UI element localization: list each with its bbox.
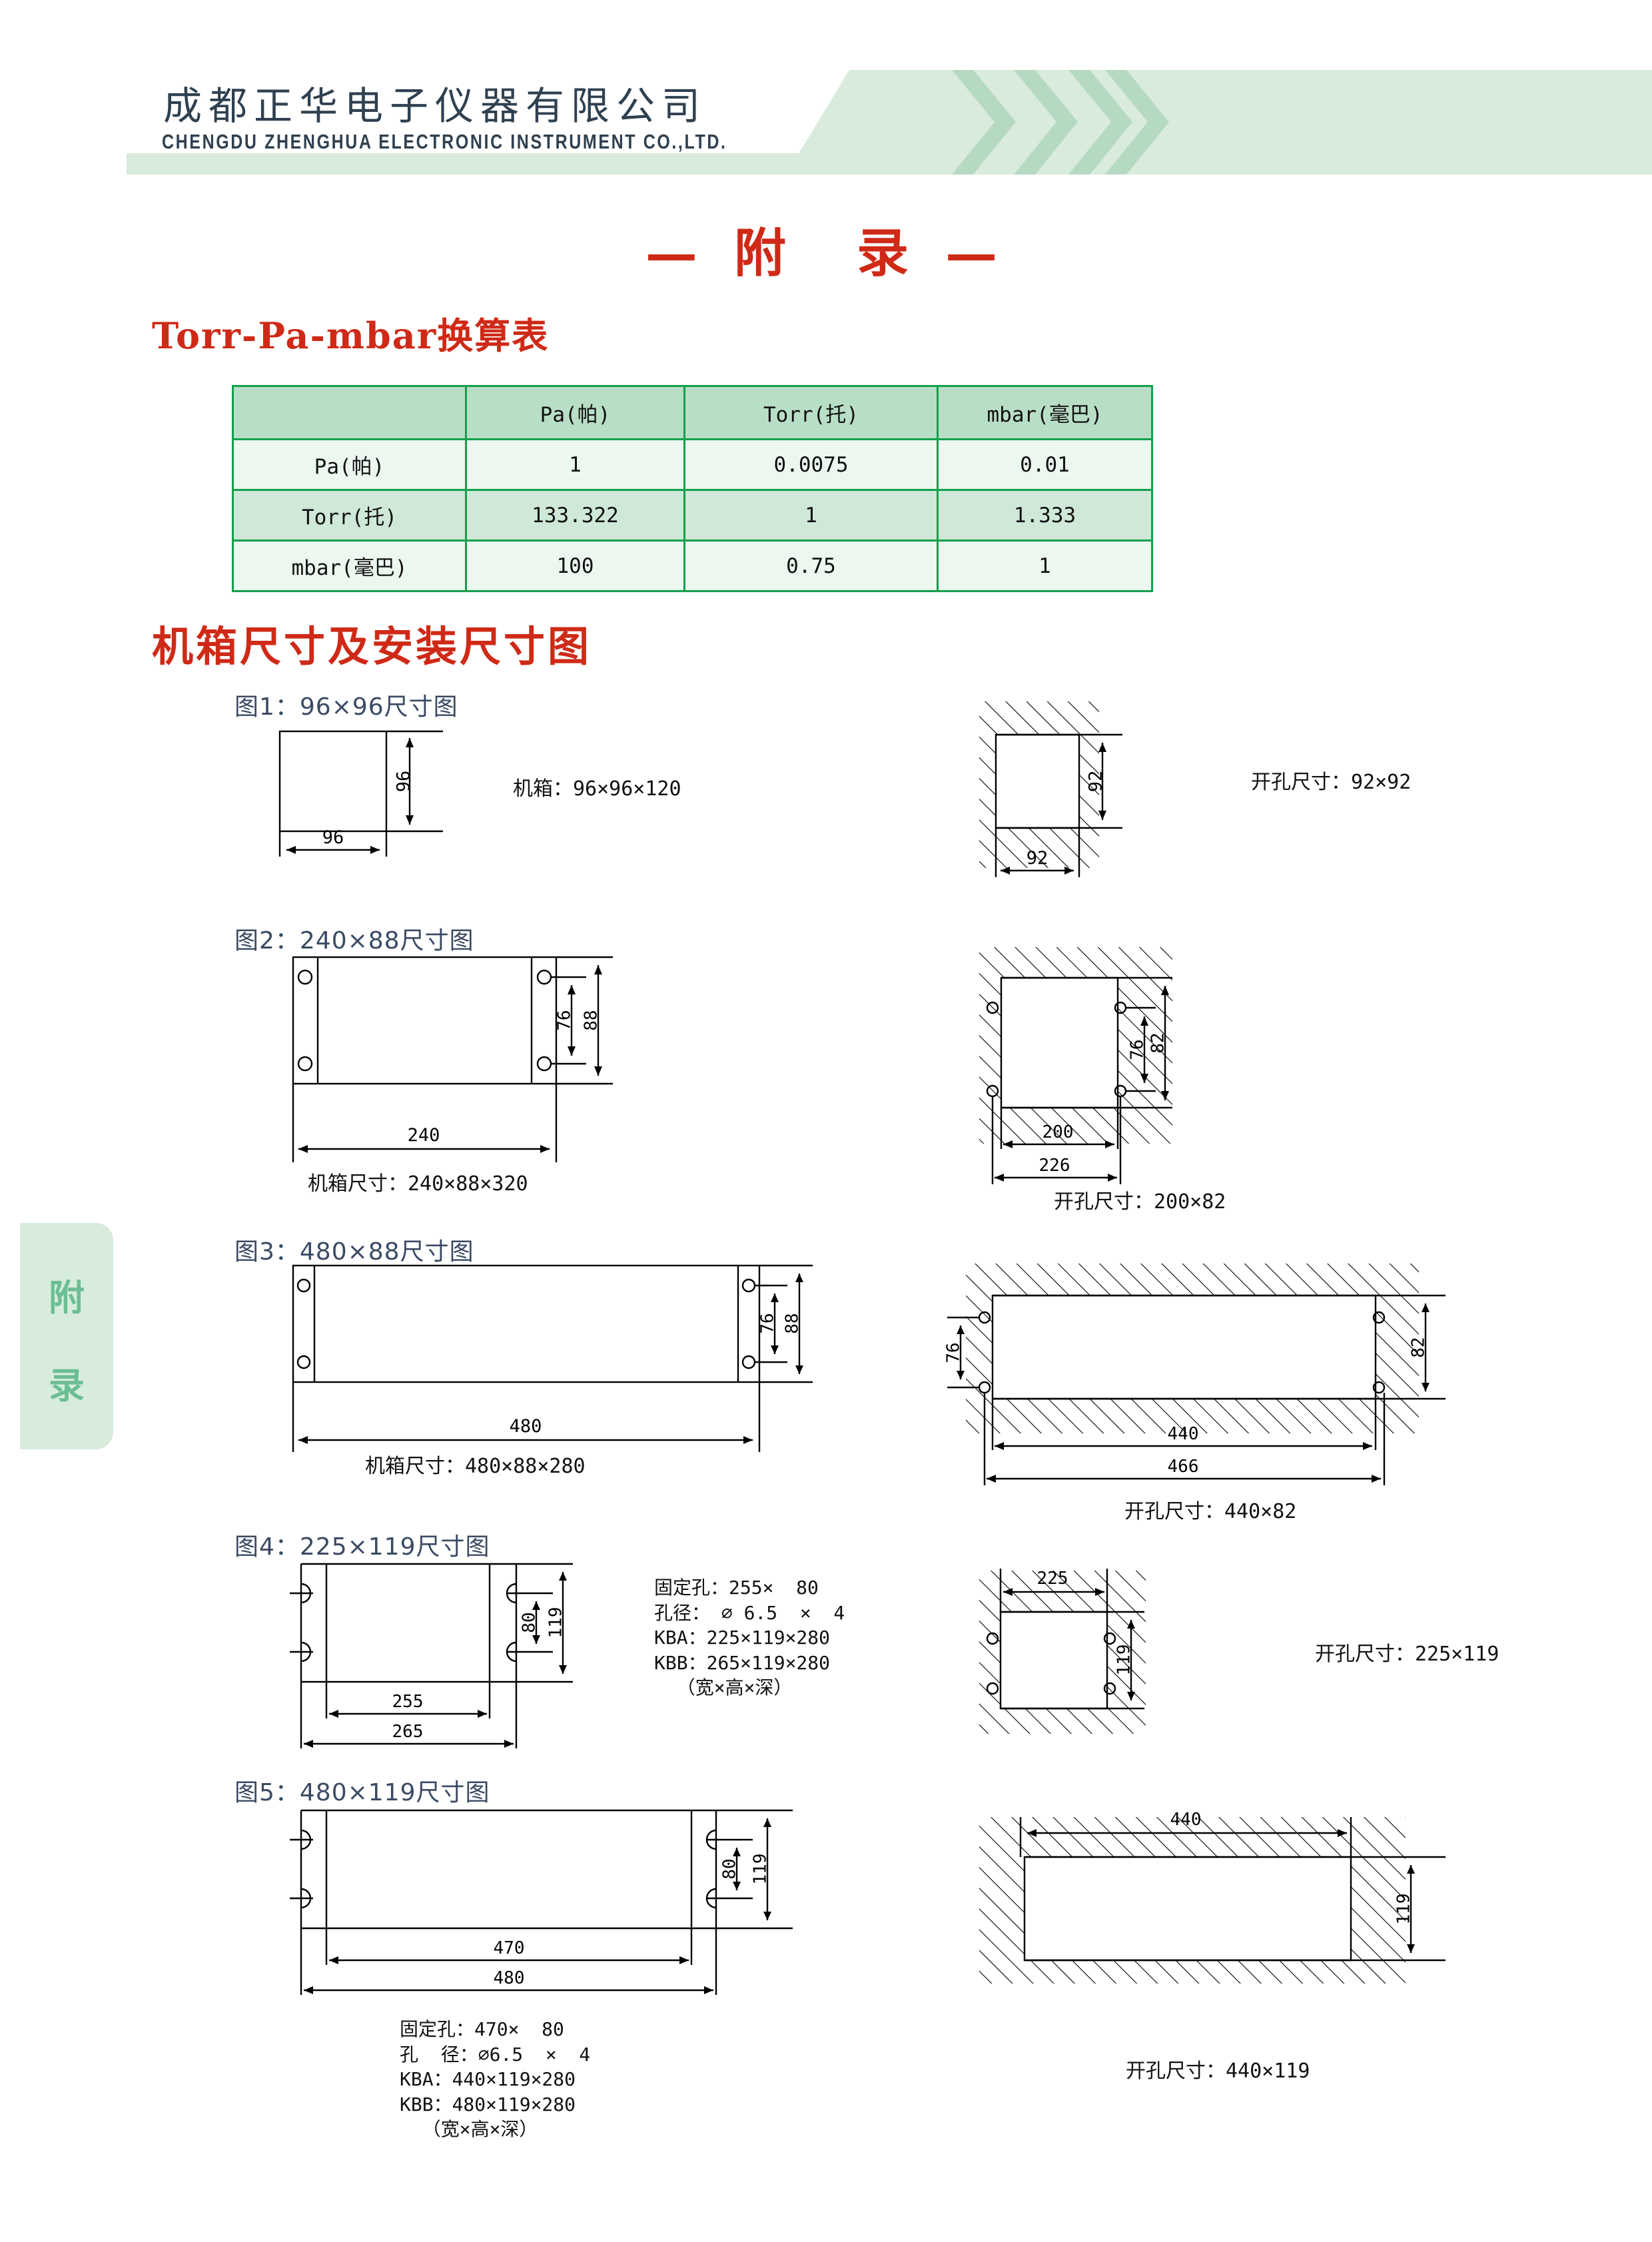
figure-label-1: 图1：96×96尺寸图 [234,693,458,721]
figure-2-right-note: 开孔尺寸：200×82 [1054,1190,1226,1214]
table-header-corner [232,385,467,440]
figure-4-cutout-drawing: 225 119 [979,1539,1339,1738]
page-header: 成都正华电子仪器有限公司 CHENGDU ZHENGHUA ELECTRONIC… [0,0,1652,175]
figure-5-enclosure-drawing: 80 119 470 480 [286,1805,846,2005]
svg-text:88: 88 [582,1010,602,1030]
table-header-pa: Pa(帕) [465,385,685,440]
table-row: Pa(帕) 1 0.0075 0.01 [232,438,1153,491]
svg-text:76: 76 [555,1010,575,1030]
svg-text:80: 80 [520,1612,540,1633]
svg-text:76: 76 [1128,1039,1148,1060]
figure-2-enclosure-drawing: 76 88 240 [280,949,633,1169]
conversion-table: Pa(帕) Torr(托) mbar(毫巴) Pa(帕) 1 0.0075 0.… [232,385,1153,592]
table-row: mbar(毫巴) 100 0.75 1 [232,540,1153,592]
figure-1-right-note: 开孔尺寸：92×92 [1251,771,1412,794]
svg-text:226: 226 [1039,1156,1070,1176]
svg-text:200: 200 [1042,1122,1074,1142]
svg-text:466: 466 [1168,1457,1199,1477]
figure-5-left-note: 固定孔：470× 80 孔 径：⌀6.5 × 4 KBA：440×119×280… [400,2018,591,2141]
figure-3-left-note: 机箱尺寸：480×88×280 [365,1455,586,1478]
figure-label-3: 图3：480×88尺寸图 [234,1238,474,1266]
cell-pa-mbar: 0.01 [937,438,1153,491]
svg-text:76: 76 [758,1313,778,1333]
figure-3-enclosure-drawing: 76 88 480 [280,1259,853,1459]
svg-text:82: 82 [1148,1032,1168,1053]
figure-label-2: 图2：240×88尺寸图 [234,927,474,954]
svg-text:92: 92 [1027,848,1048,869]
cell-pa-torr: 0.0075 [683,438,939,491]
cell-mbar-mbar: 1 [937,540,1153,592]
figure-2-left-note: 机箱尺寸：240×88×320 [308,1172,528,1196]
svg-text:440: 440 [1168,1424,1199,1444]
chevron-icon-3 [1059,70,1152,175]
table-header-row: Pa(帕) Torr(托) mbar(毫巴) [232,385,1153,440]
cell-torr-mbar: 1.333 [937,489,1153,542]
figure-1-left-note: 机箱：96×96×120 [513,777,681,801]
header-trapezoid [786,70,1652,175]
appendix-side-tab: 附 录 [20,1223,113,1449]
svg-text:225: 225 [1037,1569,1068,1589]
svg-text:80: 80 [720,1858,740,1879]
section-heading-dimensions: 机箱尺寸及安装尺寸图 [152,622,592,671]
side-tab-char-1: 附 [49,1277,85,1319]
svg-text:96: 96 [322,827,344,848]
figure-2-cutout-drawing: 76 82 200 226 [979,933,1352,1192]
svg-text:440: 440 [1170,1810,1202,1830]
cell-torr-torr: 1 [683,489,939,542]
cell-pa-pa: 1 [465,438,685,491]
row-label-mbar: mbar(毫巴) [232,540,467,592]
figure-5-right-note: 开孔尺寸：440×119 [1126,2059,1310,2083]
chevron-icon-4 [1096,70,1189,175]
svg-text:119: 119 [1394,1894,1414,1925]
svg-text:119: 119 [1114,1645,1134,1676]
svg-text:119: 119 [546,1607,566,1639]
svg-text:480: 480 [494,1968,525,1988]
figure-1-cutout-drawing: 92 92 [973,689,1252,883]
chevron-icon-2 [1005,70,1098,175]
page-title: — 附 录 — [645,223,1007,284]
figure-4-right-note: 开孔尺寸：225×119 [1315,1643,1499,1666]
figure-label-5: 图5：480×119尺寸图 [234,1779,490,1806]
table-header-torr: Torr(托) [683,385,939,440]
svg-text:96: 96 [394,771,414,793]
table-header-mbar: mbar(毫巴) [937,385,1153,440]
svg-text:119: 119 [751,1854,771,1885]
cell-torr-pa: 133.322 [465,489,685,542]
cell-mbar-torr: 0.75 [683,540,939,592]
figure-1-enclosure-drawing: 96 96 [266,726,486,859]
chevron-icon-1 [943,70,1036,175]
section-heading-conversion: Torr-Pa-mbar换算表 [152,314,550,357]
figure-4-left-note: 固定孔：255× 80 孔径： ⌀ 6.5 × 4 KBA：225×119×28… [654,1577,845,1699]
company-name-en: CHENGDU ZHENGHUA ELECTRONIC INSTRUMENT C… [162,131,727,154]
svg-text:92: 92 [1086,771,1106,793]
table-row: Torr(托) 133.322 1 1.333 [232,489,1153,542]
svg-text:82: 82 [1409,1337,1429,1357]
figure-3-cutout-drawing: 76 82 440 466 [939,1249,1612,1495]
svg-text:265: 265 [392,1722,424,1742]
svg-text:470: 470 [494,1938,525,1958]
row-label-torr: Torr(托) [232,489,467,542]
company-name-cn: 成都正华电子仪器有限公司 [163,83,707,129]
svg-text:76: 76 [944,1342,964,1363]
svg-text:88: 88 [783,1313,803,1333]
svg-text:255: 255 [392,1692,424,1712]
row-label-pa: Pa(帕) [232,438,467,491]
figure-label-4: 图4：225×119尺寸图 [234,1533,490,1561]
figure-3-right-note: 开孔尺寸：440×82 [1124,1500,1297,1523]
cell-mbar-pa: 100 [465,540,685,592]
svg-text:240: 240 [408,1125,440,1146]
svg-text:480: 480 [510,1416,542,1437]
figure-4-enclosure-drawing: 80 119 255 265 [286,1559,659,1752]
figure-5-cutout-drawing: 440 119 [979,1785,1579,2012]
side-tab-char-2: 录 [49,1365,85,1407]
